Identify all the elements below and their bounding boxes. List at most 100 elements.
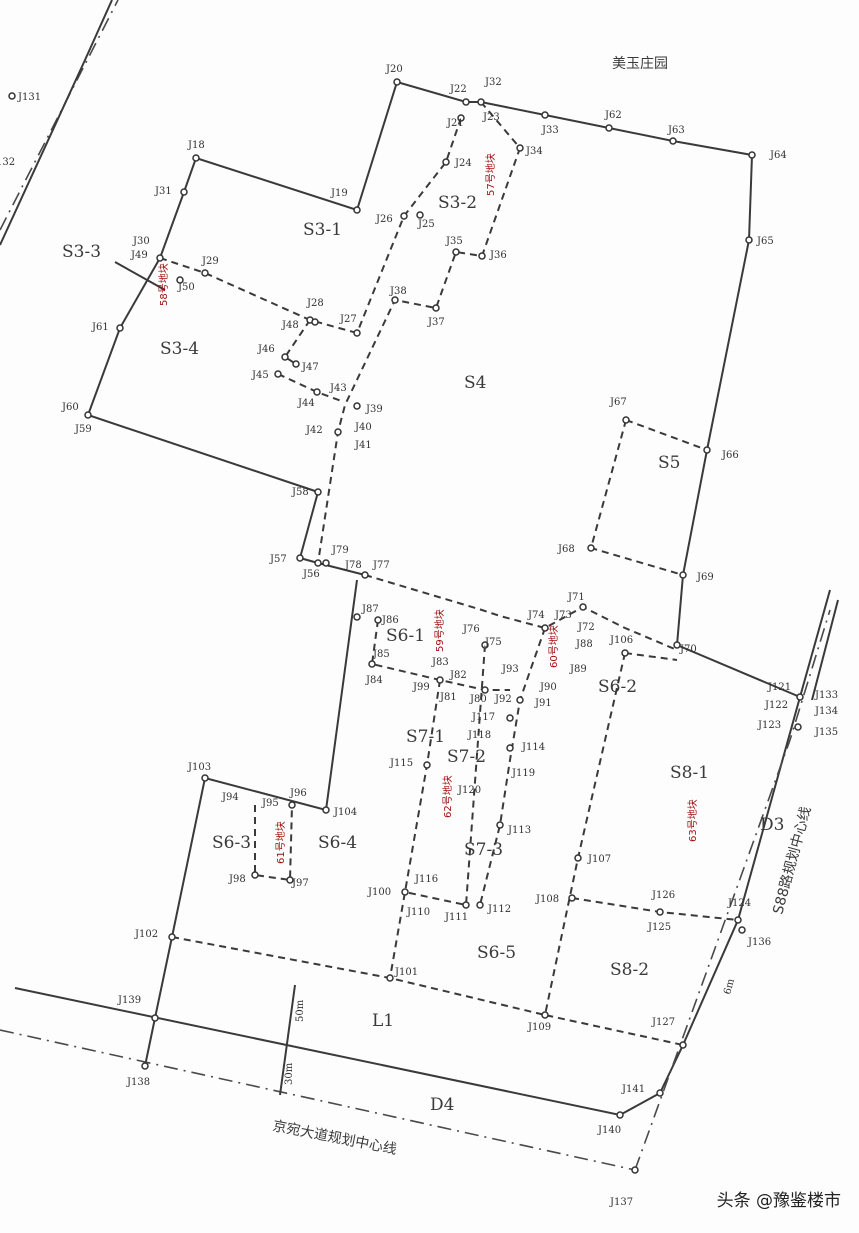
survey-point-marker [311, 318, 319, 326]
survey-point-marker [541, 624, 549, 632]
survey-point-marker [281, 353, 289, 361]
boundary-west-south [144, 579, 358, 1067]
survey-point-label: J43 [329, 383, 347, 394]
survey-point-marker [353, 613, 361, 621]
survey-point-marker [679, 571, 687, 579]
survey-point-label: J83 [431, 657, 449, 668]
survey-point-marker [401, 888, 409, 896]
region-label: S3-2 [438, 193, 477, 213]
survey-point-label: J48 [281, 320, 299, 331]
survey-point-label: J97 [291, 878, 309, 889]
survey-point-marker [416, 211, 424, 219]
survey-point-label: J28 [306, 298, 324, 309]
internal-line [370, 619, 510, 979]
survey-point-marker [353, 206, 361, 214]
region-label: S3-3 [62, 242, 101, 262]
survey-point-label: J41 [354, 440, 372, 451]
survey-point-label: J119 [511, 768, 535, 779]
survey-point-marker [296, 554, 304, 562]
survey-point-label: J106 [609, 635, 633, 646]
survey-point-label: J126 [651, 890, 675, 901]
survey-point-label: J20 [385, 64, 403, 75]
survey-point-label: J134 [814, 706, 838, 717]
survey-point-label: J74 [527, 610, 545, 621]
survey-point-marker [679, 1041, 687, 1049]
survey-point-marker [292, 360, 300, 368]
survey-point-marker [796, 693, 804, 701]
survey-point-label: J60 [61, 402, 79, 413]
survey-point-marker [442, 158, 450, 166]
survey-point-marker [516, 144, 524, 152]
survey-point-label: J85 [372, 649, 390, 660]
survey-point-marker [322, 806, 330, 814]
survey-point-label: J69 [696, 572, 714, 583]
survey-point-label: J99 [412, 682, 430, 693]
leader-s3-3 [114, 261, 166, 291]
survey-point-label: J93 [501, 664, 519, 675]
parcel-label: 63号地块 [686, 799, 699, 842]
survey-point-label: J141 [621, 1084, 645, 1095]
survey-point-label: J29 [201, 256, 219, 267]
survey-point-marker [313, 388, 321, 396]
survey-point-label: J61 [91, 322, 109, 333]
survey-point-label: J59 [74, 424, 92, 435]
region-label: S6-2 [598, 677, 637, 697]
survey-point-label: J35 [445, 236, 463, 247]
survey-point-label: J40 [354, 422, 372, 433]
boundary-north [86, 80, 801, 698]
survey-point-marker [274, 370, 282, 378]
survey-point-marker [432, 304, 440, 312]
survey-point-marker [423, 761, 431, 769]
survey-point-label: J121 [767, 682, 791, 693]
survey-point-marker [462, 901, 470, 909]
survey-point-label: J87 [361, 604, 379, 615]
survey-point-label: J81 [439, 692, 457, 703]
survey-point-marker [738, 926, 746, 934]
survey-point-label: J112 [487, 904, 511, 915]
survey-point-marker [476, 901, 484, 909]
internal-line [317, 101, 522, 564]
survey-point-marker [574, 854, 582, 862]
survey-point-label: J104 [333, 807, 357, 818]
survey-point-label: J34 [525, 146, 543, 157]
survey-point-label: J135 [814, 727, 838, 738]
parcel-label: 58号地块 [157, 263, 170, 306]
survey-point-marker [314, 488, 322, 496]
survey-point-label: J138 [126, 1077, 150, 1088]
region-label: D3 [760, 815, 784, 835]
survey-point-marker [734, 916, 742, 924]
survey-point-marker [353, 402, 361, 410]
internal-line [356, 117, 462, 334]
survey-point-label: J26 [375, 214, 393, 225]
survey-point-marker [481, 641, 489, 649]
survey-point-marker [506, 744, 514, 752]
survey-point-marker [314, 559, 322, 567]
survey-point-label: J18 [187, 140, 205, 151]
region-label: S6-5 [477, 943, 516, 963]
survey-point-label: J111 [444, 912, 468, 923]
survey-point-marker [579, 603, 587, 611]
survey-point-marker [400, 212, 408, 220]
survey-point-label: J82 [449, 670, 467, 681]
survey-point-marker [251, 871, 259, 879]
survey-point-marker [669, 137, 677, 145]
survey-point-label: J70 [679, 644, 697, 655]
survey-point-label: J37 [427, 317, 445, 328]
survey-point-label: J95 [261, 798, 279, 809]
survey-point-marker [745, 236, 753, 244]
survey-point-marker [116, 324, 124, 332]
survey-point-marker [288, 801, 296, 809]
survey-point-marker [605, 124, 613, 132]
survey-point-label: J80 [469, 694, 487, 705]
width-label: 50m [295, 999, 306, 1022]
survey-point-label: J73 [554, 610, 572, 621]
survey-point-label: J19 [330, 188, 348, 199]
survey-point-marker [156, 254, 164, 262]
survey-point-marker [180, 188, 188, 196]
internal-line [404, 627, 546, 907]
survey-point-label: J36 [489, 250, 507, 261]
survey-point-marker [201, 269, 209, 277]
survey-point-label: J89 [569, 664, 587, 675]
boundary-south-east [14, 589, 831, 1117]
